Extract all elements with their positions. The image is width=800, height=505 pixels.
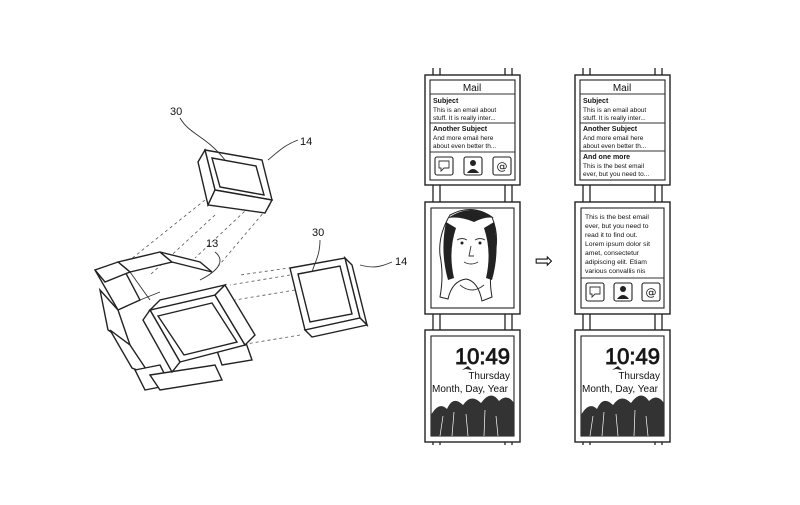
- mail2-item-3-subject: And one more: [583, 154, 630, 161]
- svg-text:@: @: [646, 286, 657, 299]
- bird-icon: [612, 366, 622, 370]
- clock-screen-2: 10:49 Thursday Month, Day, Year: [574, 329, 671, 443]
- mail2-item-3-line1: This is the best email: [583, 163, 645, 170]
- center-module: [142, 283, 256, 374]
- upper-module: [197, 148, 274, 214]
- label-14-upper: 14: [300, 136, 312, 148]
- mail2-item-2-line2: about even better th...: [583, 143, 646, 150]
- wristband-illustration: 30 14 13 30 14: [93, 106, 407, 391]
- email-line-6: adipiscing elit. Etiam: [585, 259, 647, 266]
- mail2-item-3-line2: ever, but you need to...: [583, 171, 649, 178]
- mail-item-2-subject: Another Subject: [433, 126, 488, 133]
- right-module: [289, 255, 369, 338]
- mail-item-2-line2: about even better th...: [433, 143, 496, 150]
- email-line-1: This is the best email: [585, 214, 649, 221]
- email-line-2: ever, but you need to: [585, 223, 649, 230]
- label-30-right: 30: [312, 227, 324, 239]
- face-icon: [439, 209, 498, 302]
- mail-item-1-subject: Subject: [433, 98, 459, 105]
- label-14-right: 14: [395, 256, 407, 268]
- email-line-7: various convallis nis: [585, 268, 646, 275]
- label-30-upper: 30: [170, 106, 182, 118]
- screen-stack-after: Mail Subject This is an email about stuf…: [574, 68, 671, 445]
- portrait-screen: [424, 201, 521, 315]
- bird-icon: [462, 366, 472, 370]
- email-body-screen: This is the best email ever, but you nee…: [574, 201, 671, 315]
- chat-icon[interactable]: [434, 156, 454, 176]
- mail2-item-1-line1: This is an email about: [583, 107, 646, 114]
- tree-illustration: [431, 395, 514, 437]
- at-icon[interactable]: @: [641, 282, 661, 302]
- email-line-3: read it to find out.: [585, 232, 638, 239]
- mail2-item-1-subject: Subject: [583, 98, 609, 105]
- svg-text:@: @: [497, 160, 508, 173]
- email-line-4: Lorem ipsum dolor sit: [585, 241, 650, 248]
- clock-screen: 10:49 Thursday Month, Day, Year: [424, 329, 521, 443]
- mail-title: Mail: [463, 83, 481, 94]
- screen-stack-before: Mail Subject This is an email about stuf…: [424, 68, 521, 445]
- contact-icon[interactable]: [613, 282, 633, 302]
- mail2-item-2-subject: Another Subject: [583, 126, 638, 133]
- mail-item-2-line1: And more email here: [433, 135, 494, 142]
- mail2-item-2-line1: And more email here: [583, 135, 644, 142]
- email-line-5: amet, consectetur: [585, 250, 640, 257]
- mail-screen: Mail Subject This is an email about stuf…: [424, 74, 521, 186]
- at-icon[interactable]: @: [492, 156, 512, 176]
- clock2-time: 10:49: [605, 344, 660, 369]
- label-13: 13: [206, 238, 218, 250]
- clock-time: 10:49: [455, 344, 510, 369]
- clock2-date: Month, Day, Year: [582, 384, 659, 395]
- contact-icon[interactable]: [463, 156, 483, 176]
- transition-arrow: ⇨: [535, 249, 553, 274]
- tree-illustration: [581, 395, 664, 437]
- mail-screen-expanded: Mail Subject This is an email about stuf…: [574, 74, 671, 186]
- mail2-title: Mail: [613, 83, 631, 94]
- mail-item-1-line2: stuff. It is really inter...: [433, 115, 496, 122]
- leader-lines: [179, 117, 393, 281]
- mail-item-1-line1: This is an email about: [433, 107, 496, 114]
- clock2-day: Thursday: [618, 371, 660, 382]
- chat-icon[interactable]: [585, 282, 605, 302]
- projection-lines: [129, 194, 346, 346]
- clock-date: Month, Day, Year: [432, 384, 509, 395]
- mail2-item-1-line2: stuff. It is really inter...: [583, 115, 646, 122]
- clock-day: Thursday: [468, 371, 510, 382]
